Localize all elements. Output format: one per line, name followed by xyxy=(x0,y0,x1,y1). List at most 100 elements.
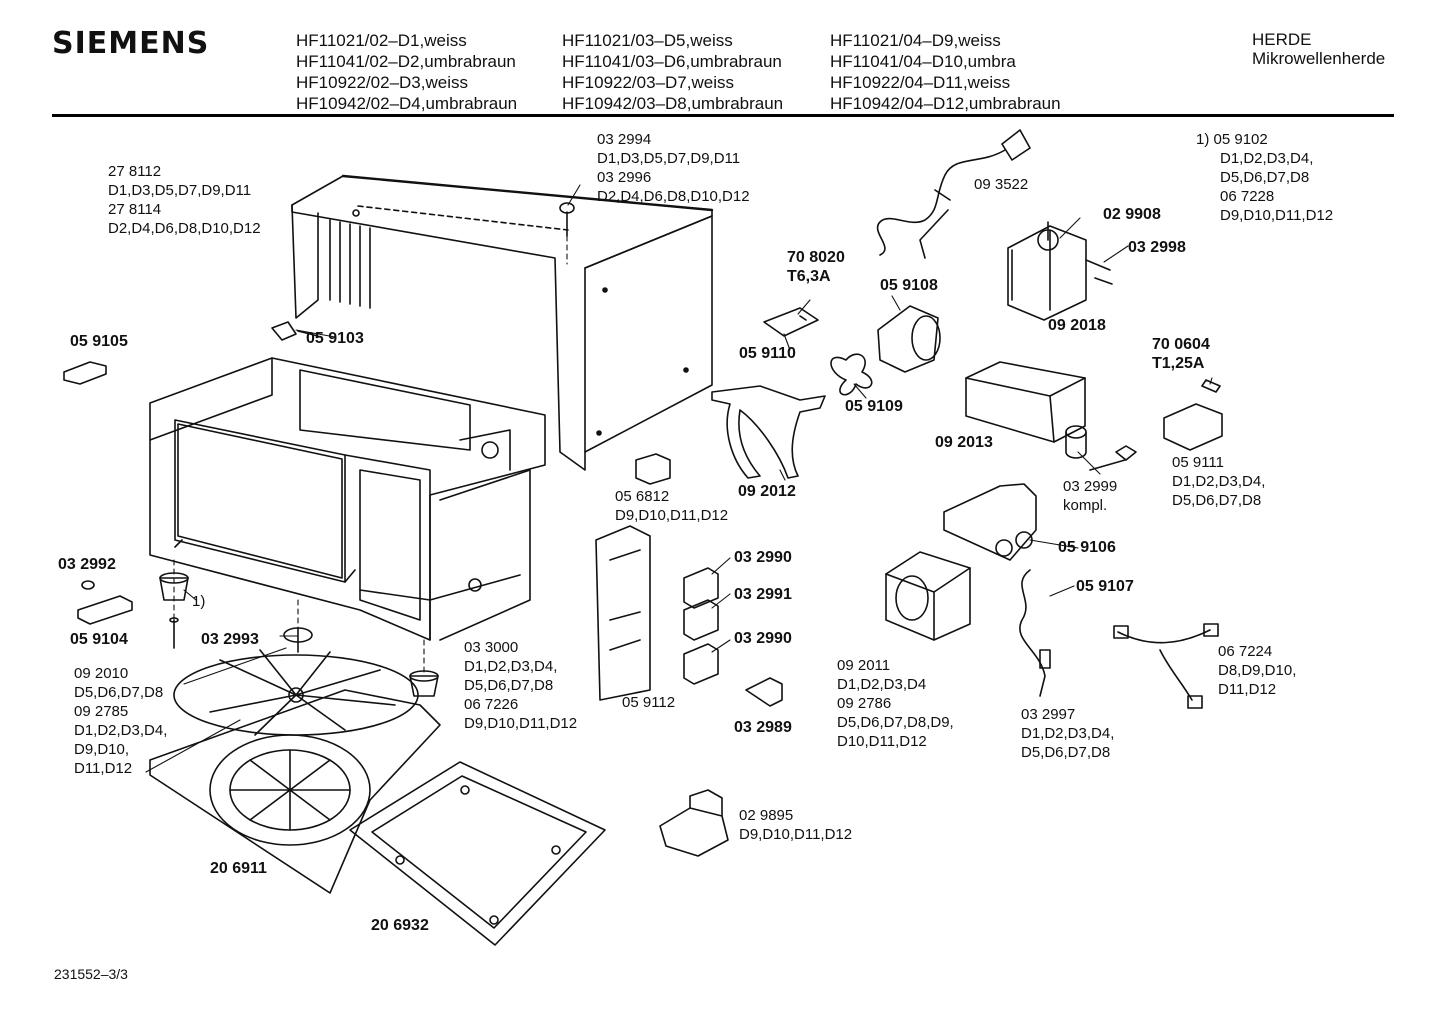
label-line: D9,D10,D11,D12 xyxy=(615,507,729,524)
label-line: 70 0604 xyxy=(1152,336,1210,353)
label-line: 03 3000 xyxy=(464,639,519,656)
label-line: D1,D3,D5,D7,D9,D11 xyxy=(108,182,252,199)
label-059111: 05 9111 D1,D2,D3,D4, D5,D6,D7,D8 xyxy=(1172,453,1265,510)
label-line: T6,3A xyxy=(787,268,831,285)
brand-logo: SIEMENS xyxy=(52,26,210,61)
label-029895: 02 9895 D9,D10,D11,D12 xyxy=(739,806,852,844)
header-divider xyxy=(52,114,1394,117)
hv-diode-032997 xyxy=(1020,570,1050,696)
label-206911: 20 6911 xyxy=(210,860,267,877)
label-line: 06 7226 xyxy=(464,696,519,713)
label-line: 09 2011 xyxy=(837,657,891,674)
fan-blade-059109 xyxy=(831,354,872,394)
label-line: D8,D9,D10, xyxy=(1218,662,1297,679)
label-line: 03 2997 xyxy=(1021,706,1076,723)
label-032997: 03 2997 D1,D2,D3,D4, D5,D6,D7,D8 xyxy=(1021,705,1114,762)
label-line: 09 2786 xyxy=(837,695,892,712)
label-032994: 03 2994 D1,D3,D5,D7,D9,D11 03 2996 D2,D4… xyxy=(597,130,750,206)
fan-motor-059108 xyxy=(878,306,940,372)
label-032992: 03 2992 xyxy=(58,556,116,573)
diode-holder-059106 xyxy=(944,484,1036,560)
label-033000: 03 3000 D1,D2,D3,D4, D5,D6,D7,D8 06 7226… xyxy=(464,638,577,733)
label-line: D5,D6,D7,D8 xyxy=(74,684,164,701)
label-708020: 70 8020 T6,3A xyxy=(787,248,845,286)
label-line: 70 8020 xyxy=(787,249,845,266)
model-entry: HF11021/03–D5,weiss xyxy=(562,31,733,50)
outer-cabinet-hood xyxy=(292,176,712,470)
bottom-plate-206932 xyxy=(350,762,605,945)
label-line: D11,D12 xyxy=(74,760,133,777)
foot-067226-2 xyxy=(410,671,438,696)
model-entry: HF11021/04–D9,weiss xyxy=(830,31,1001,50)
label-line: 09 2010 xyxy=(74,665,129,682)
model-entry: HF11041/02–D2,umbrabraun xyxy=(296,52,516,71)
document-id: 231552–3/3 xyxy=(54,966,128,982)
bracket-059105 xyxy=(64,362,106,384)
category-block: HERDE Mikrowellenherde xyxy=(1252,30,1385,68)
power-cable-093522 xyxy=(878,130,1030,258)
switch-059111 xyxy=(1164,404,1222,450)
label-059104: 05 9104 xyxy=(70,631,128,648)
label-032989: 03 2989 xyxy=(734,719,792,736)
model-column-3: HF11021/04–D9,weiss HF11041/04–D10,umbra… xyxy=(830,30,1061,114)
label-line: D1,D2,D3,D4 xyxy=(837,676,927,693)
label-line: D5,D6,D7,D8,D9, xyxy=(837,714,954,731)
lever-032989 xyxy=(746,678,782,706)
label-line: T1,25A xyxy=(1152,355,1205,372)
label-032998: 03 2998 xyxy=(1128,239,1186,256)
label-line: D9,D10,D11,D12 xyxy=(739,826,853,843)
label-029908: 02 9908 xyxy=(1103,206,1161,223)
dashed-assembly-lines xyxy=(174,236,567,676)
label-line: 27 8114 xyxy=(108,201,162,218)
label-092018: 09 2018 xyxy=(1048,317,1106,334)
label-line: D1,D2,D3,D4, xyxy=(1220,150,1314,167)
label-059110: 05 9110 xyxy=(739,345,796,362)
transformer-holder-092013 xyxy=(966,362,1085,442)
model-entry: HF11021/02–D1,weiss xyxy=(296,31,467,50)
category-title: HERDE xyxy=(1252,30,1312,49)
microswitch-032991 xyxy=(684,600,718,640)
label-059106: 05 9106 xyxy=(1058,539,1116,556)
label-206932: 20 6932 xyxy=(371,917,429,934)
chassis-frame xyxy=(150,358,545,640)
label-700604: 70 0604 T1,25A xyxy=(1152,335,1210,373)
label-032990-a: 03 2990 xyxy=(734,549,792,566)
label-line: 03 2994 xyxy=(597,131,652,148)
screw-032994 xyxy=(560,203,574,236)
bracket-056812 xyxy=(636,454,670,484)
label-067224: 06 7224 D8,D9,D10, D11,D12 xyxy=(1218,642,1296,699)
label-line: 05 6812 xyxy=(615,488,670,505)
label-line: D1,D2,D3,D4, xyxy=(1172,473,1266,490)
label-line: 1) 05 9102 xyxy=(1196,131,1268,148)
label-line: 03 2996 xyxy=(597,169,652,186)
label-footnote-ref: 1) xyxy=(192,593,206,610)
hv-transformer-092011 xyxy=(886,552,970,640)
label-092011: 09 2011 D1,D2,D3,D4 09 2786 D5,D6,D7,D8,… xyxy=(837,656,954,751)
stirrer-fan-092010 xyxy=(174,650,418,735)
label-line: 06 7228 xyxy=(1220,188,1275,205)
filter-029895 xyxy=(660,790,728,856)
fuse-holder-708020 xyxy=(764,308,818,336)
label-line: D5,D6,D7,D8 xyxy=(1021,744,1111,761)
label-footnote-059102: 1) 05 9102 D1,D2,D3,D4, D5,D6,D7,D8 06 7… xyxy=(1196,130,1333,225)
label-line: D2,D4,D6,D8,D10,D12 xyxy=(597,188,750,205)
model-column-2: HF11021/03–D5,weiss HF11041/03–D6,umbrab… xyxy=(562,30,783,114)
label-line: D5,D6,D7,D8 xyxy=(1172,492,1262,509)
label-line: D5,D6,D7,D8 xyxy=(464,677,554,694)
category-subtitle: Mikrowellenherde xyxy=(1252,49,1386,68)
capacitor-032999 xyxy=(1066,426,1136,470)
base-tray-206911 xyxy=(150,690,440,893)
fan-bracket-092012 xyxy=(712,386,825,478)
interlock-holder-059112 xyxy=(596,526,650,700)
label-line: D9,D10,D11,D12 xyxy=(464,715,578,732)
bracket-059104 xyxy=(78,596,132,624)
label-line: D2,D4,D6,D8,D10,D12 xyxy=(108,220,261,237)
label-line: D5,D6,D7,D8 xyxy=(1220,169,1310,186)
label-032991: 03 2991 xyxy=(734,586,792,603)
label-059105: 05 9105 xyxy=(70,333,128,350)
label-line: D1,D2,D3,D4, xyxy=(74,722,168,739)
label-059108: 05 9108 xyxy=(880,277,938,294)
model-entry: HF10922/02–D3,weiss xyxy=(296,73,468,92)
nut-032992 xyxy=(82,581,94,589)
